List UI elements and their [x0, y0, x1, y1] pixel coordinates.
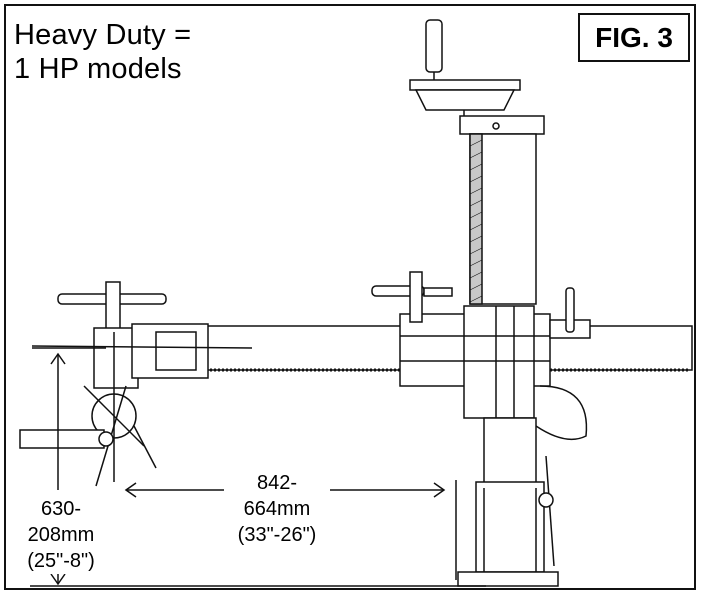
- horizontal-dimension-label: 842-664mm (33"-26"): [224, 470, 330, 548]
- horizontal-dimension-imperial: (33"-26"): [237, 524, 317, 546]
- title-line-1: Heavy Duty =: [14, 19, 192, 51]
- figure-label: FIG. 3: [578, 13, 690, 62]
- machine-drawing: [19, 19, 693, 587]
- vertical-dimension-line: [30, 347, 486, 587]
- lower-column: [457, 417, 559, 587]
- left-tool-head: [19, 281, 253, 487]
- top-handwheel: [409, 19, 521, 118]
- title-line-2: 1 HP models: [14, 53, 182, 85]
- vertical-dimension-label: 630-208mm (25"-8"): [8, 496, 114, 574]
- model-title: Heavy Duty = 1 HP models: [14, 18, 191, 86]
- horizontal-dimension-metric: 842-664mm: [243, 472, 311, 520]
- carriage-t-handle: [371, 271, 453, 323]
- column-carriage: [399, 287, 591, 441]
- vertical-dimension-metric: 630-208mm: [27, 498, 95, 546]
- figure-frame: Heavy Duty = 1 HP models FIG. 3 842-664m…: [4, 4, 696, 590]
- horizontal-dimension-line: [124, 480, 457, 580]
- vertical-column: [459, 115, 545, 305]
- vertical-dimension-imperial: (25"-8"): [27, 550, 95, 572]
